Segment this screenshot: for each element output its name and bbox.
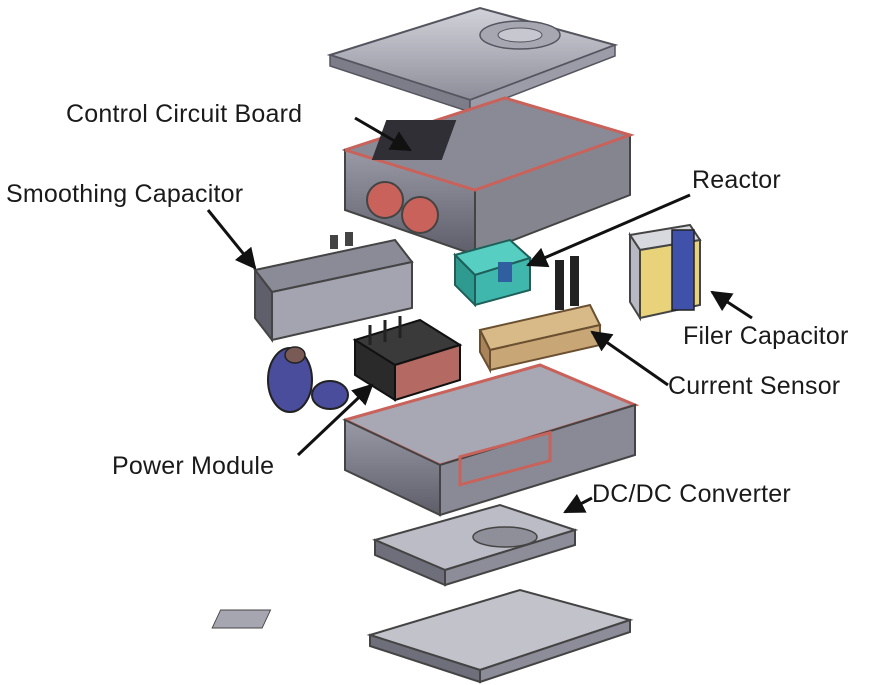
label-smoothing-capacitor: Smoothing Capacitor (6, 180, 244, 208)
smoothing-capacitor (253, 232, 414, 343)
main-housing (342, 363, 640, 517)
arrow-smoothing-capacitor (206, 209, 257, 270)
top-cover (326, 6, 619, 114)
arrow-current-sensor (590, 330, 669, 387)
label-control-circuit-board: Control Circuit Board (66, 100, 303, 128)
bottom-cover (211, 588, 634, 684)
motor-connectors (267, 346, 349, 413)
label-current-sensor: Current Sensor (668, 372, 841, 400)
label-reactor: Reactor (692, 166, 781, 194)
leader-arrows (206, 116, 753, 514)
arrow-power-module (296, 383, 374, 457)
filter-capacitor (628, 223, 702, 322)
power-module (352, 316, 463, 402)
arrow-reactor (526, 193, 691, 268)
label-filer-capacitor: Filer Capacitor (683, 322, 849, 350)
arrow-filter-capacitor (710, 290, 753, 320)
control-board-housing (341, 96, 635, 257)
reactor (453, 238, 532, 308)
label-dc-dc-converter: DC/DC Converter (592, 480, 791, 508)
label-power-module: Power Module (112, 452, 275, 480)
arrow-dcdc-converter (563, 493, 593, 514)
arrow-control-board (354, 116, 412, 152)
dc-dc-converter (371, 503, 579, 587)
